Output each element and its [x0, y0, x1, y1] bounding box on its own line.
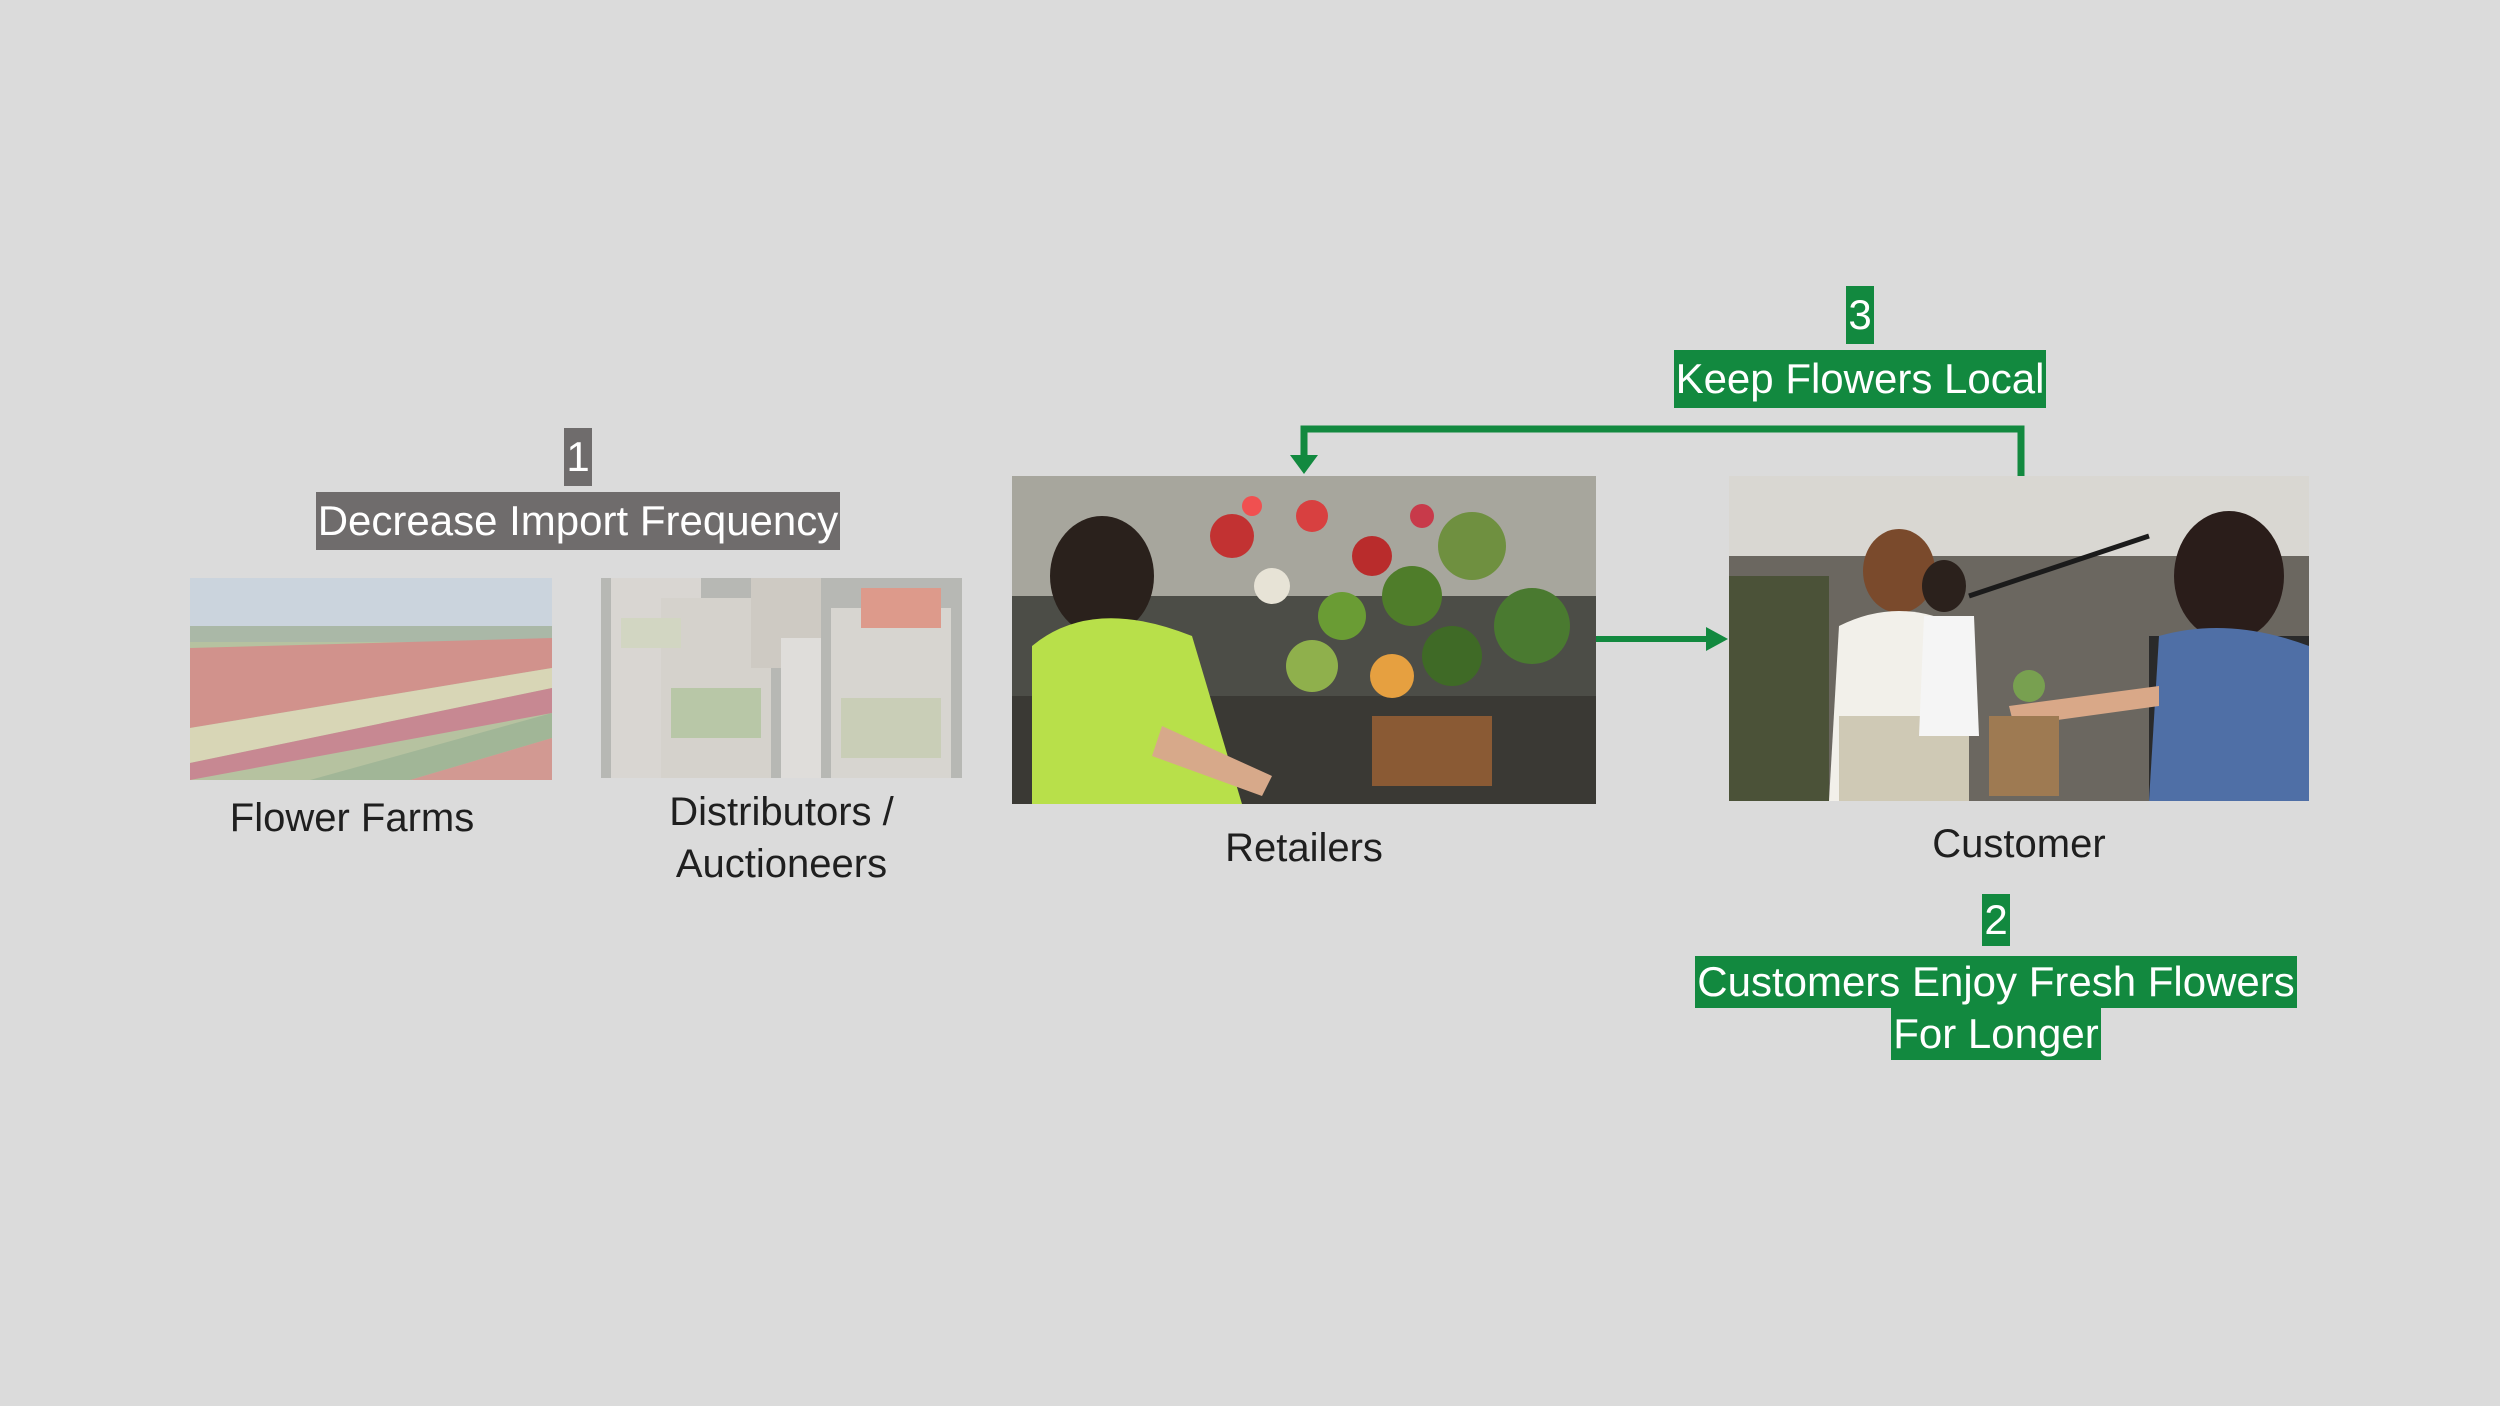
step3-label: Keep Flowers Local	[1673, 350, 2047, 408]
distributors-label-line1: Distributors /	[669, 790, 894, 834]
distributors-photo	[601, 578, 962, 778]
feedback-arrowhead	[1290, 455, 1318, 474]
distributors-label: Distributors / Auctioneers	[601, 786, 962, 890]
step3-number: 3	[1846, 286, 1874, 344]
step3-group: 3 Keep Flowers Local	[1360, 286, 2360, 408]
step1-label: Decrease Import Frequency	[315, 492, 841, 550]
step2-label-line2: For Longer	[1891, 1008, 2101, 1060]
step2-number: 2	[1982, 894, 2010, 946]
flower-farms-photo	[190, 578, 552, 780]
step2-group: 2 Customers Enjoy Fresh Flowers For Long…	[1646, 894, 2346, 1060]
customer-label: Customer	[1932, 822, 2106, 866]
retailers-photo	[1012, 476, 1596, 804]
step1-number: 1	[564, 428, 592, 486]
flower-farms-label: Flower Farms	[229, 796, 475, 840]
forward-arrowhead	[1706, 627, 1728, 651]
customer-photo	[1729, 476, 2309, 801]
distributors-label-line2: Auctioneers	[675, 842, 888, 886]
retailers-label: Retailers	[1225, 826, 1383, 870]
step2-label-line1: Customers Enjoy Fresh Flowers	[1695, 956, 2297, 1008]
feedback-arrow-line	[1300, 425, 2025, 476]
step1-group: 1 Decrease Import Frequency	[78, 428, 1078, 550]
